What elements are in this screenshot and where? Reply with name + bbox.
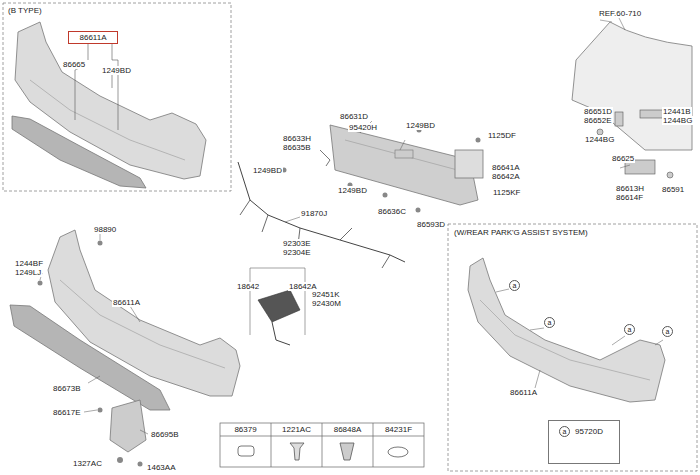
part-number: 86665 xyxy=(62,60,86,69)
part-number: 86652E xyxy=(583,116,613,125)
part-number: 12441B xyxy=(662,107,692,116)
part-number: 86593D xyxy=(416,220,446,229)
callout-circle: a xyxy=(509,280,520,291)
part-number: 1244BG xyxy=(584,135,615,144)
part-number: 86611A xyxy=(509,388,538,397)
part-label: 86611A xyxy=(69,32,117,43)
part-number: 86695B xyxy=(150,430,180,439)
part-number: 98890 xyxy=(93,225,117,234)
part-number: 86613H xyxy=(615,184,645,193)
part-box: 86611A xyxy=(68,31,118,44)
part-number: REF.60-710 xyxy=(598,9,642,18)
table-cell: 84231F xyxy=(373,425,424,434)
part-label: (W/REAR PARK'G ASSIST SYSTEM) xyxy=(454,228,588,237)
part-number: 92430M xyxy=(311,299,342,308)
callout-circle: a xyxy=(544,317,555,328)
callout-circle: a xyxy=(624,324,635,335)
part-number: 92303E xyxy=(282,239,312,248)
variant-region: (B TYPE) 86611A xyxy=(3,3,231,191)
part-number: 18642 xyxy=(236,282,260,291)
callout-letter: a xyxy=(545,318,554,327)
part-label: 95720D xyxy=(575,427,603,436)
part-number: 86641A xyxy=(491,163,521,172)
part-number: 86642A xyxy=(491,172,521,181)
part-number: 92451K xyxy=(311,290,341,299)
callout-letter: a xyxy=(663,327,672,336)
part-number: 1463AA xyxy=(146,463,176,472)
table-cell: 86848A xyxy=(322,425,373,434)
part-label: (B TYPE) xyxy=(8,6,42,15)
part-number: 86651D xyxy=(583,107,613,116)
part-number: 1249BD xyxy=(405,121,436,130)
part-number: 86611A xyxy=(112,298,141,307)
part-number: 1244BF xyxy=(14,259,44,268)
part-number: 1249BD xyxy=(101,66,132,75)
part-number: 86631D xyxy=(339,112,369,121)
callout-letter: a xyxy=(510,281,519,290)
callout-circle: a xyxy=(559,426,570,437)
callout-letter: a xyxy=(625,325,634,334)
part-number: 86633H xyxy=(282,134,312,143)
part-number: 1249LJ xyxy=(14,268,42,277)
part-number: 1249BD xyxy=(252,166,283,175)
callout-circle: a xyxy=(662,326,673,337)
callout-letter: a xyxy=(560,427,569,436)
variant-region: (W/REAR PARK'G ASSIST SYSTEM) a a a a 95720D a xyxy=(448,224,697,471)
part-number: 1125DF xyxy=(487,131,517,140)
part-number: 86625 xyxy=(611,154,635,163)
table-cell: 1221AC xyxy=(271,425,322,434)
part-number: 1327AC xyxy=(72,459,103,468)
part-number: 1244BG xyxy=(662,116,693,125)
part-number: 1125KF xyxy=(492,188,521,197)
part-number: 92304E xyxy=(282,248,312,257)
table-cell: 86379 xyxy=(220,425,271,434)
part-number: 91870J xyxy=(300,209,328,218)
part-number: 86617E xyxy=(52,408,82,417)
part-number: 86636C xyxy=(377,207,407,216)
part-number: 95420H xyxy=(348,123,378,132)
part-number: 1249BD xyxy=(337,186,368,195)
part-number: 86673B xyxy=(52,384,82,393)
part-number: 86635B xyxy=(282,143,312,152)
part-number: 86591 xyxy=(661,185,685,194)
part-number: 86614F xyxy=(615,193,644,202)
part-box: 95720D a xyxy=(548,420,620,464)
